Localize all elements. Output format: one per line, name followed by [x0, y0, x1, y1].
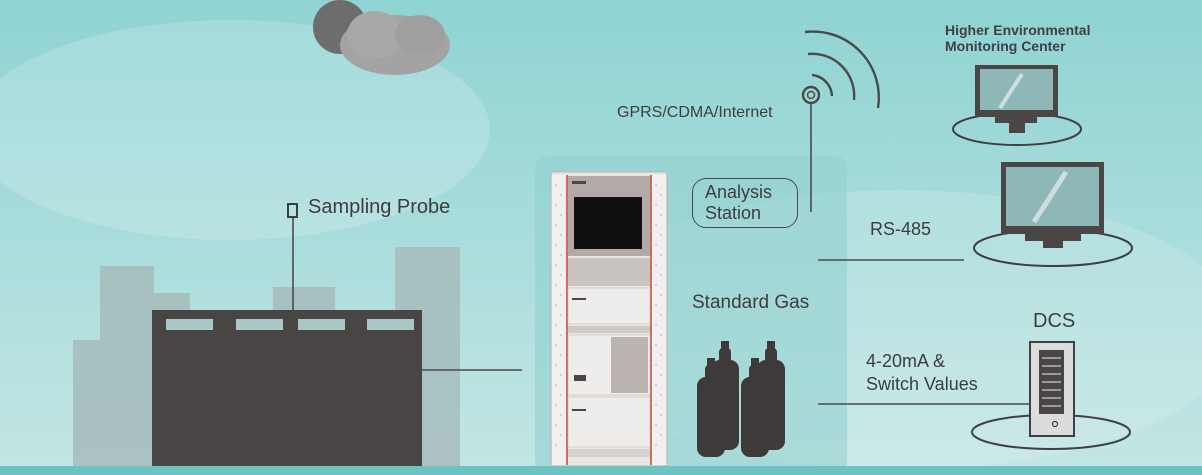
- sampling-probe-label: Sampling Probe: [308, 196, 451, 218]
- gas-cylinders-icon: [697, 341, 785, 457]
- analog-output-label: 4-20mA & Switch Values: [866, 351, 978, 394]
- vent-dots: [555, 184, 662, 446]
- network-label: GPRS/CDMA/Internet: [617, 104, 773, 121]
- dcs-cabinet-icon: [971, 341, 1131, 450]
- factory-building: [152, 310, 422, 468]
- rs485-label: RS-485: [870, 219, 932, 239]
- haze: [0, 20, 490, 240]
- antenna-icon: [801, 30, 880, 212]
- sampling-probe-icon: [287, 203, 298, 310]
- ground-strip: [0, 466, 1202, 475]
- dcs-label: DCS: [1033, 310, 1076, 332]
- analysis-station-label: Analysis Station: [692, 178, 798, 228]
- monitoring-center-label: Higher Environmental Monitoring Center: [945, 22, 1091, 54]
- analyzer-cabinet: [550, 171, 668, 467]
- cloud-icon: [313, 0, 450, 75]
- standard-gas-label: Standard Gas: [692, 292, 810, 313]
- laptop-icon: [952, 65, 1082, 146]
- workstation-icon: [973, 162, 1133, 267]
